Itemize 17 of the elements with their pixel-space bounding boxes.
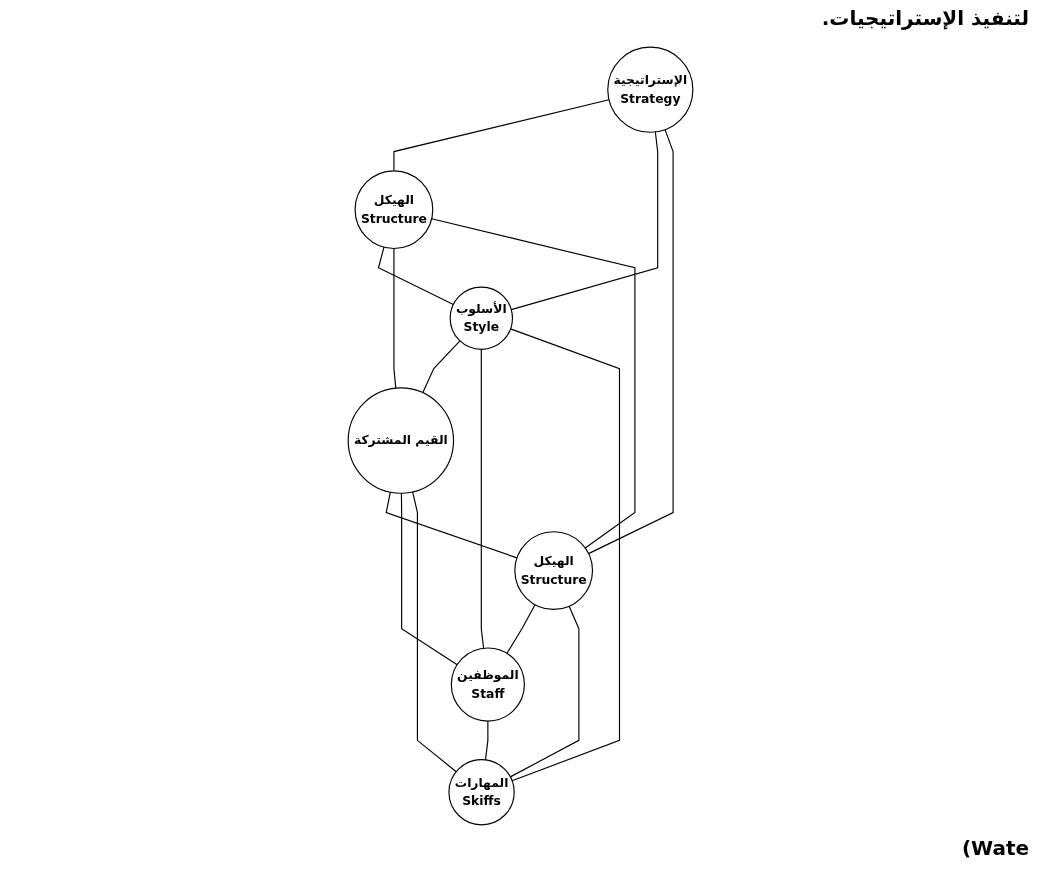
connector — [385, 491, 518, 559]
node-circle: القيم المشتركة — [347, 387, 455, 494]
connector — [393, 247, 397, 389]
connector — [431, 218, 636, 549]
connector — [509, 328, 621, 782]
note-text: (Wate — [961, 836, 1029, 860]
connector — [587, 129, 674, 555]
connector — [400, 492, 458, 666]
connector — [506, 604, 536, 654]
connector — [484, 720, 489, 761]
connector — [393, 99, 610, 172]
connector — [480, 348, 485, 649]
connector — [412, 491, 457, 773]
note-text: لتنفيذ الإستراتيجيات. — [821, 6, 1029, 30]
connector — [509, 605, 580, 778]
connector — [377, 246, 454, 306]
connector — [422, 340, 461, 394]
